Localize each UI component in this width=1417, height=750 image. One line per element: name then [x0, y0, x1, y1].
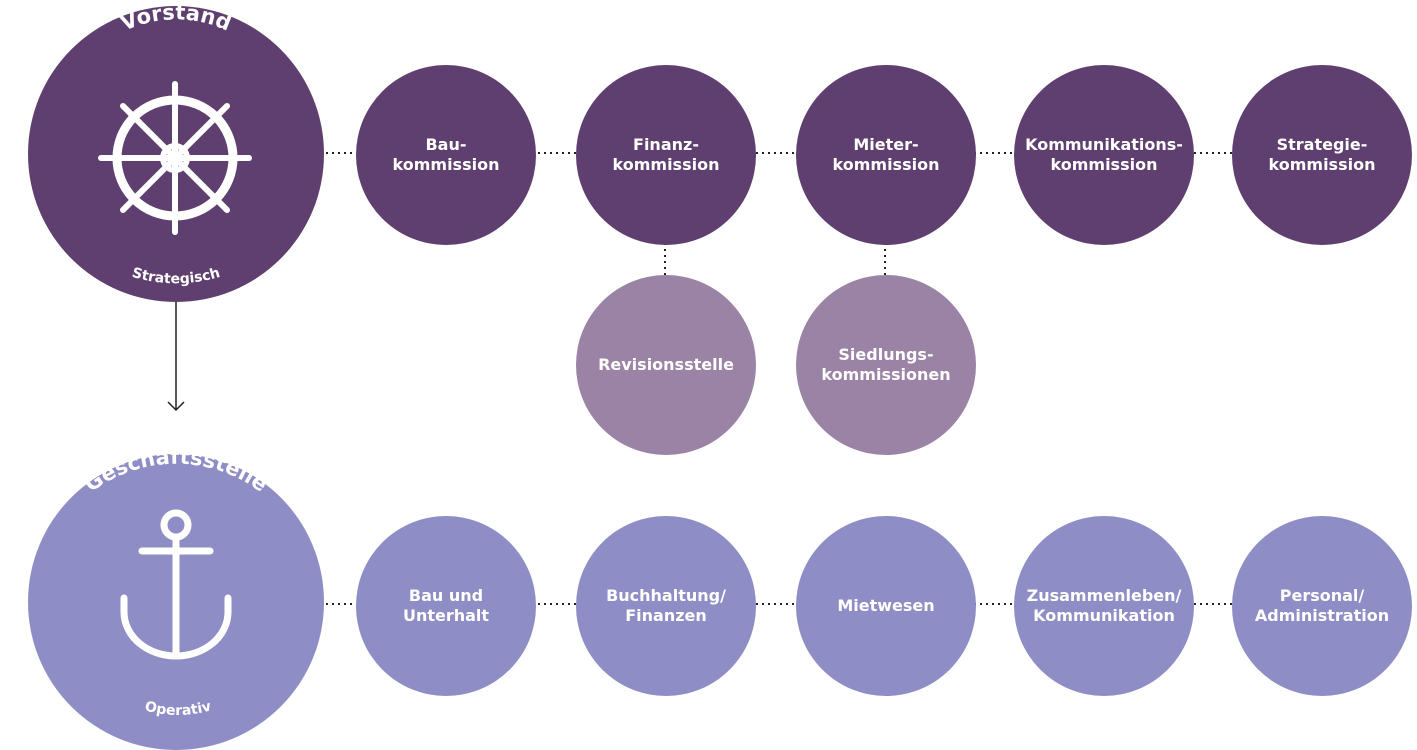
org-chart: Vorstand Strategisch Geschäftsstelle Ope…	[28, 6, 1412, 750]
department-zusammenleben-line1: Zusammenleben/	[1026, 586, 1182, 605]
ship-wheel-icon	[98, 81, 252, 235]
subunit-revisionsstelle: Revisionsstelle	[576, 275, 756, 455]
subunit-siedlungskommissionen-line2: kommissionen	[821, 365, 951, 384]
commission-bau: Bau-kommission	[356, 65, 536, 245]
arrow-vorstand-to-geschaeftsstelle	[167, 302, 185, 412]
commission-mieter-line1: Mieter-	[853, 135, 919, 154]
vorstand-subtitle: Strategisch	[130, 265, 222, 287]
subunit-siedlungskommissionen-line1: Siedlungs-	[838, 345, 934, 364]
department-personal-line2: Administration	[1254, 606, 1390, 625]
department-zusammenleben-line2: Kommunikation	[1033, 606, 1175, 625]
department-personal: Personal/Administration	[1232, 516, 1412, 696]
operative-circle-labels: Geschäftsstelle Operativ	[80, 445, 272, 720]
geschaeftsstelle-title: Geschäftsstelle	[80, 445, 272, 497]
connector-lines	[167, 152, 1234, 605]
anchor-icon	[120, 509, 232, 660]
commission-kommunikation-line2: kommission	[1050, 155, 1158, 174]
geschaeftsstelle-subtitle: Operativ	[143, 699, 213, 719]
commission-mieter: Mieter-kommission	[796, 65, 976, 245]
subunit-siedlungskommissionen: Siedlungs-kommissionen	[796, 275, 976, 455]
commission-finanz: Finanz-kommission	[576, 65, 756, 245]
department-mietwesen: Mietwesen	[796, 516, 976, 696]
commission-bau-line1: Bau-	[425, 135, 467, 154]
geschaeftsstelle-title-text: Geschäftsstelle	[80, 445, 272, 497]
commission-strategie: Strategie-kommission	[1232, 65, 1412, 245]
department-zusammenleben: Zusammenleben/Kommunikation	[1014, 516, 1194, 696]
subunit-revisionsstelle-line1: Revisionsstelle	[598, 355, 734, 374]
commission-mieter-line2: kommission	[832, 155, 940, 174]
commission-finanz-line2: kommission	[612, 155, 720, 174]
department-buchhaltung-line1: Buchhaltung/	[606, 586, 726, 605]
big-circle-labels: Vorstand Strategisch	[98, 81, 252, 288]
vorstand-subtitle-text: Strategisch	[130, 265, 222, 287]
department-bau-unterhalt-line2: Unterhalt	[402, 606, 490, 625]
commission-finanz-line1: Finanz-	[633, 135, 699, 154]
department-buchhaltung-line2: Finanzen	[625, 606, 707, 625]
commission-strategie-line2: kommission	[1268, 155, 1376, 174]
commission-kommunikation: Kommunikations-kommission	[1014, 65, 1194, 245]
commission-strategie-line1: Strategie-	[1276, 135, 1368, 154]
department-mietwesen-line1: Mietwesen	[837, 596, 935, 615]
department-buchhaltung: Buchhaltung/Finanzen	[576, 516, 756, 696]
geschaeftsstelle-subtitle-text: Operativ	[143, 699, 213, 719]
department-bau-unterhalt-line1: Bau und	[408, 586, 484, 605]
commission-bau-line2: kommission	[392, 155, 500, 174]
department-personal-line1: Personal/	[1279, 586, 1365, 605]
commission-kommunikation-line1: Kommunikations-	[1025, 135, 1183, 154]
